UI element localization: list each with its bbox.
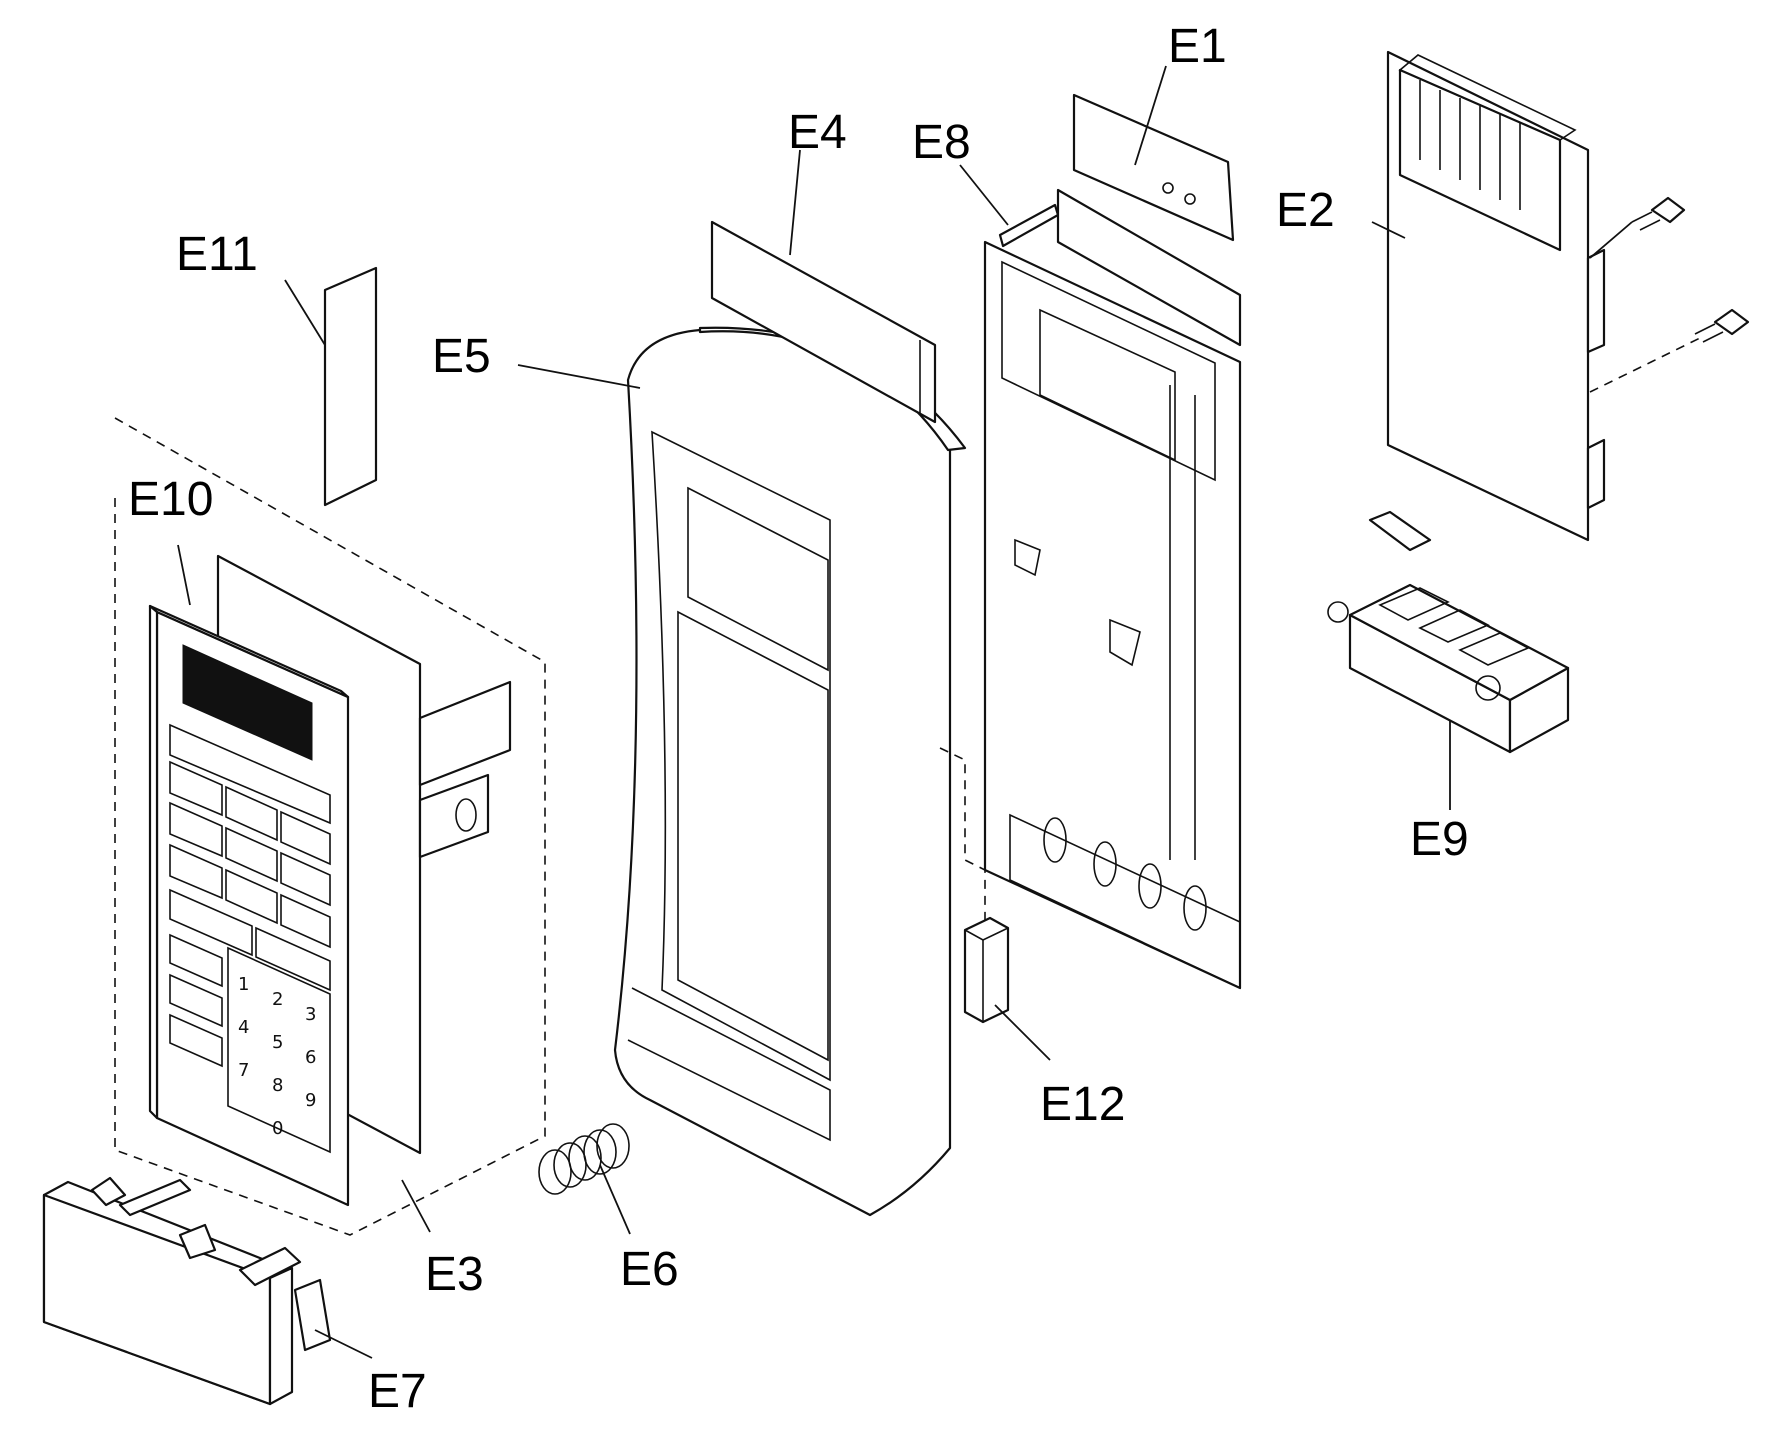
callout-e5: E5 <box>432 330 491 383</box>
callout-e10: E10 <box>128 473 213 526</box>
panel-numeric-keypad: 1 2 3 4 5 6 7 8 9 0 <box>227 946 331 1154</box>
key-6: 6 <box>305 1047 316 1068</box>
panel-function-keys <box>169 723 331 1068</box>
callout-e6: E6 <box>620 1243 679 1296</box>
part-e10-control-panel: 1 2 3 4 5 6 7 8 9 0 <box>148 604 350 1207</box>
key-9: 9 <box>305 1090 316 1111</box>
callout-e12: E12 <box>1040 1078 1125 1131</box>
key-0: 0 <box>272 1118 283 1139</box>
callout-e7: E7 <box>368 1365 427 1418</box>
key-1: 1 <box>238 974 249 995</box>
screw-lower <box>1694 308 1750 343</box>
key-4: 4 <box>238 1017 249 1038</box>
leader-lines <box>177 65 1451 1359</box>
callout-e1: E1 <box>1168 20 1227 73</box>
part-e11-sheet <box>323 266 378 507</box>
part-e12-foam-block <box>963 916 1010 1024</box>
callout-e3: E3 <box>425 1248 484 1301</box>
key-2: 2 <box>272 989 283 1010</box>
part-e1-plate <box>1072 93 1235 242</box>
panel-display-window <box>182 644 313 761</box>
callout-e2: E2 <box>1276 184 1335 237</box>
part-e6-spring <box>538 1123 630 1195</box>
callout-e11: E11 <box>176 228 258 281</box>
key-7: 7 <box>238 1060 249 1081</box>
key-5: 5 <box>272 1032 283 1053</box>
part-e4-strip <box>710 220 937 424</box>
callout-e4: E4 <box>788 106 847 159</box>
key-8: 8 <box>272 1075 283 1096</box>
callout-e9: E9 <box>1410 813 1469 866</box>
part-e5-front-cover <box>613 326 967 1217</box>
part-e3-assembly-outline <box>114 417 546 1236</box>
part-e9-bracket <box>1327 510 1570 754</box>
callout-e8: E8 <box>912 116 971 169</box>
key-3: 3 <box>305 1004 316 1025</box>
part-e2-circuit-board <box>1386 50 1606 542</box>
part-e7-door-button <box>42 1176 332 1406</box>
screw-upper <box>1631 196 1686 231</box>
part-e8-holder <box>983 188 1242 990</box>
